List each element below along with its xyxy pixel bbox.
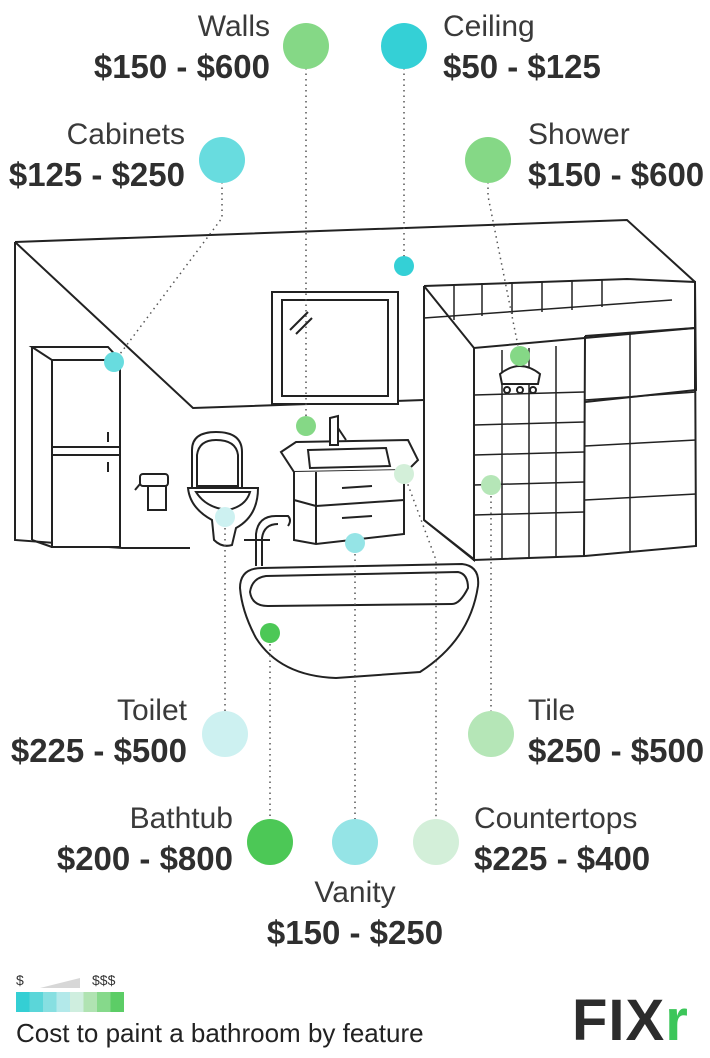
cabinets-label: Cabinets $125 - $250 — [8, 118, 185, 193]
countertops-label: Countertops $225 - $400 — [474, 802, 651, 877]
logo-main: FIX — [572, 988, 666, 1053]
shower-marker — [510, 346, 530, 366]
bathtub-marker — [260, 623, 280, 643]
legend-wedge — [40, 978, 80, 988]
cabinets-dot — [199, 137, 245, 183]
legend-swatch — [70, 992, 84, 1012]
toilet-price: $225 - $500 — [10, 732, 187, 769]
ceiling-dot — [381, 23, 427, 69]
countertops-name: Countertops — [474, 802, 638, 835]
legend-swatch — [16, 992, 30, 1012]
fixr-logo: FIXr — [572, 992, 689, 1050]
shower-name: Shower — [528, 118, 630, 151]
vanity-name: Vanity — [314, 876, 396, 909]
bathtub-name: Bathtub — [129, 802, 233, 835]
toilet-marker — [215, 507, 235, 527]
vanity — [279, 414, 420, 546]
tile-dot — [468, 711, 514, 757]
bathtub — [238, 515, 480, 680]
toilet-dot — [202, 711, 248, 757]
legend-swatch — [83, 992, 97, 1012]
countertops-marker — [394, 464, 414, 484]
cabinets-price: $125 - $250 — [8, 156, 185, 193]
cabinets-marker — [104, 352, 124, 372]
tile-marker — [481, 475, 501, 495]
shower-label: Shower $150 - $600 — [528, 118, 705, 193]
ceiling-name: Ceiling — [443, 10, 535, 43]
legend-swatch — [97, 992, 111, 1012]
tile-label: Tile $250 - $500 — [528, 694, 705, 769]
legend-swatches — [16, 992, 124, 1012]
toilet-name: Toilet — [116, 694, 187, 727]
walls-label: Walls $150 - $600 — [93, 10, 270, 85]
countertops-price: $225 - $400 — [474, 840, 651, 877]
walls-marker — [296, 416, 316, 436]
cabinets-name: Cabinets — [66, 118, 185, 151]
shower-price: $150 - $600 — [528, 156, 705, 193]
leader-lines — [113, 68, 521, 820]
countertops-dot — [413, 819, 459, 865]
vanity-dot — [332, 819, 378, 865]
bathtub-dot — [247, 819, 293, 865]
caption: Cost to paint a bathroom by feature — [16, 1018, 424, 1048]
ceiling-marker — [394, 256, 414, 276]
label-dots — [199, 23, 514, 865]
mirror — [271, 291, 399, 405]
ceiling-label: Ceiling $50 - $125 — [443, 10, 601, 85]
shower-enclosure — [423, 277, 698, 563]
walls-price: $150 - $600 — [93, 48, 270, 85]
walls-dot — [283, 23, 329, 69]
vanity-label: Vanity $150 - $250 — [255, 876, 455, 951]
toilet — [186, 430, 260, 547]
feature-markers — [104, 256, 530, 643]
legend-swatch — [110, 992, 124, 1012]
shower-dot — [465, 137, 511, 183]
logo-accent: r — [665, 988, 689, 1053]
legend-swatch — [56, 992, 70, 1012]
ceiling-price: $50 - $125 — [443, 48, 601, 85]
cost-legend — [16, 978, 124, 1012]
legend-low-label: $ — [16, 972, 24, 988]
vanity-marker — [345, 533, 365, 553]
cabinet — [28, 346, 121, 548]
vanity-price: $150 - $250 — [266, 914, 444, 951]
bathtub-label: Bathtub $200 - $800 — [56, 802, 233, 877]
toilet-paper-holder — [134, 473, 169, 511]
legend-swatch — [29, 992, 43, 1012]
legend-swatch — [43, 992, 57, 1012]
legend-high-label: $$$ — [92, 972, 116, 988]
bathtub-price: $200 - $800 — [56, 840, 233, 877]
walls-name: Walls — [197, 10, 270, 43]
tile-price: $250 - $500 — [528, 732, 705, 769]
toilet-label: Toilet $225 - $500 — [10, 694, 187, 769]
tile-name: Tile — [528, 694, 576, 727]
